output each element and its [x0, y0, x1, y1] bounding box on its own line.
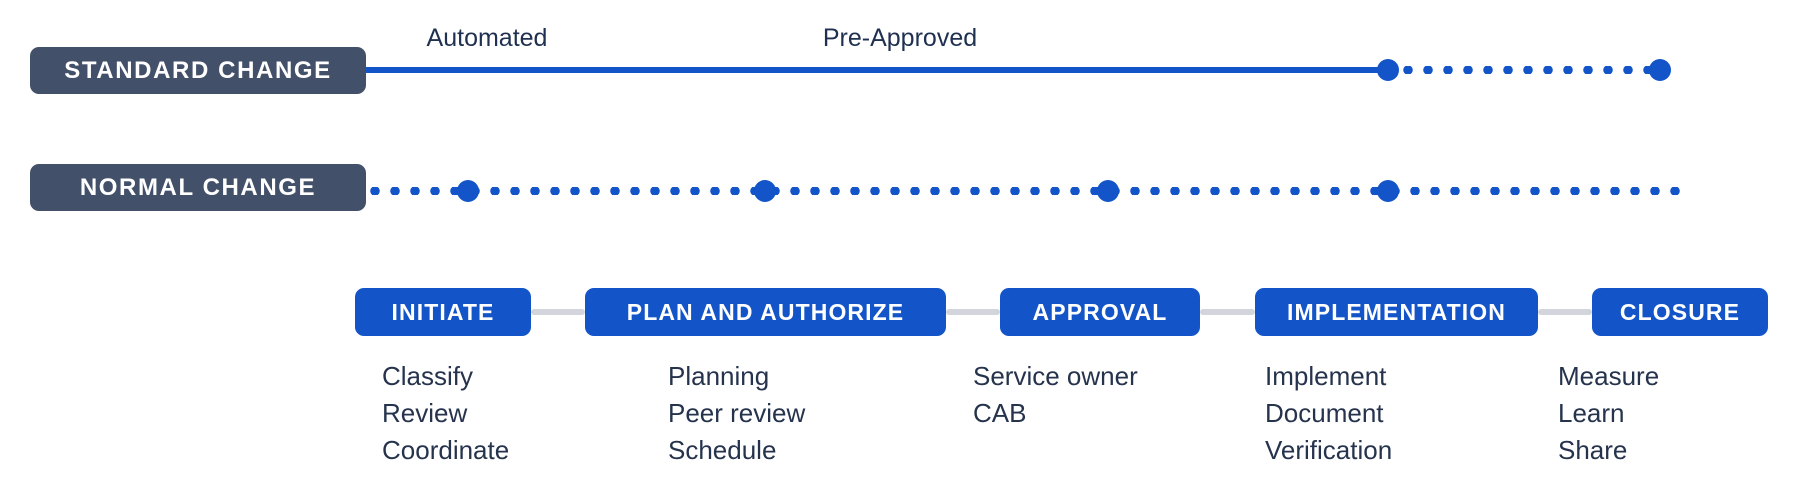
stage-task-item: Verification — [1265, 435, 1393, 465]
stage-task-item: Review — [382, 398, 468, 428]
phase-caption-automated: Automated — [426, 24, 548, 52]
stage-box-implementation[interactable]: IMPLEMENTATION — [1255, 288, 1538, 336]
normal-change-track — [360, 177, 1700, 203]
stage-task-item: Classify — [382, 361, 474, 391]
normal-track-node — [1097, 180, 1119, 202]
stage-task-item: Service owner — [973, 361, 1138, 391]
stage-task-item: Schedule — [668, 435, 777, 465]
phase-caption-pre-approved: Pre-Approved — [822, 24, 978, 52]
stage-task-item: Coordinate — [382, 435, 510, 465]
stage-connector — [531, 309, 585, 315]
stage-connector — [946, 309, 1000, 315]
standard-track-node — [1377, 59, 1399, 81]
stage-box-initiate[interactable]: INITIATE — [355, 288, 531, 336]
normal-change-label: NORMAL CHANGE — [30, 164, 366, 211]
stage-task-item: Implement — [1265, 361, 1387, 391]
process-stage-chain: INITIATE PLAN AND AUTHORIZE APPROVAL IMPLEM… — [0, 288, 1798, 336]
stage-task-item: Learn — [1558, 398, 1625, 428]
stage-task-item: Share — [1558, 435, 1628, 465]
standard-track-node — [1649, 59, 1671, 81]
stage-task-item: Document — [1265, 398, 1384, 428]
stage-connector — [1538, 309, 1592, 315]
stage-box-closure[interactable]: CLOSURE — [1592, 288, 1768, 336]
stage-task-item: Measure — [1558, 361, 1660, 391]
stage-task-item: CAB — [973, 398, 1027, 428]
normal-track-dotted-segment — [365, 187, 1690, 195]
normal-track-node — [754, 180, 776, 202]
standard-track-solid-segment — [360, 67, 1388, 73]
standard-change-track — [360, 56, 1690, 82]
standard-change-label: STANDARD CHANGE — [30, 47, 366, 94]
normal-track-node — [457, 180, 479, 202]
stage-connector — [1200, 309, 1255, 315]
stage-box-plan-and-authorize[interactable]: PLAN AND AUTHORIZE — [585, 288, 946, 336]
stage-box-approval[interactable]: APPROVAL — [1000, 288, 1200, 336]
stage-task-item: Peer review — [668, 398, 806, 428]
standard-track-dotted-segment — [1398, 66, 1660, 74]
normal-track-node — [1377, 180, 1399, 202]
stage-task-item: Planning — [668, 361, 770, 391]
